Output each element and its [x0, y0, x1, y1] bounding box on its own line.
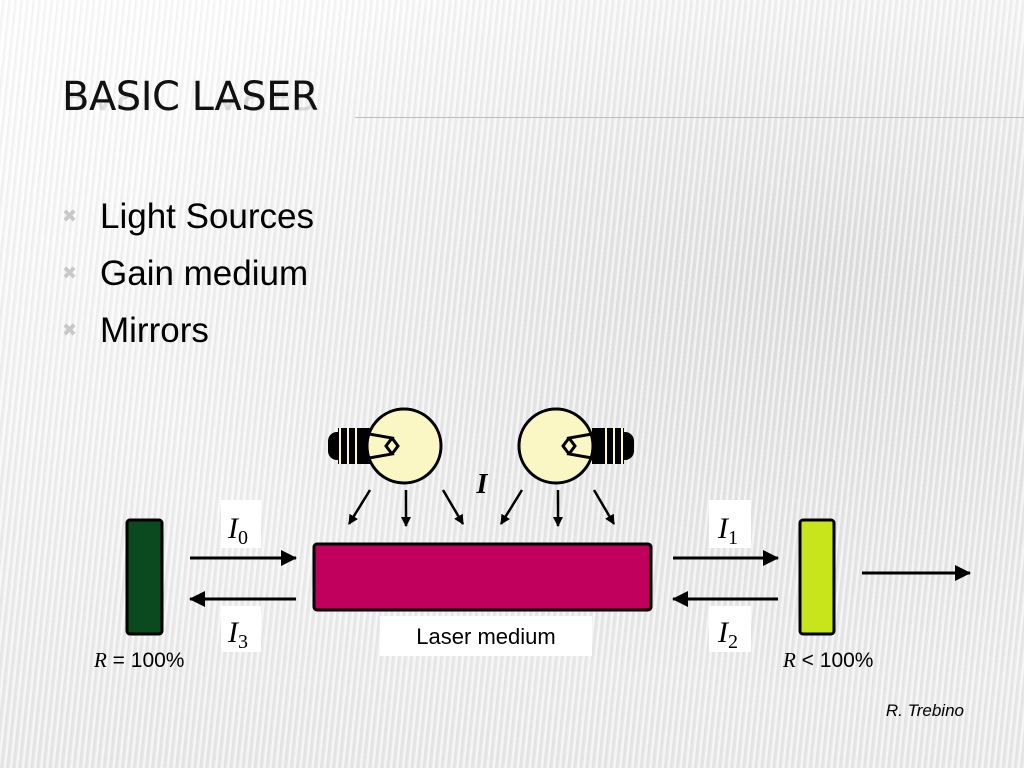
pump-arrow: [592, 489, 616, 525]
bullet-text: Mirrors: [100, 310, 209, 350]
pump-arrow: [499, 489, 524, 525]
right-mirror-reflectivity: R < 100%: [782, 648, 873, 672]
bullet-item: ✖ Gain medium: [62, 245, 314, 302]
laser-medium: [312, 542, 653, 612]
left-mirror: [125, 518, 164, 636]
bullet-text: Light Sources: [100, 196, 315, 236]
label-i1: I1: [717, 512, 738, 549]
light-bulb-icon: [328, 407, 443, 485]
left-mirror-reflectivity: R = 100%: [93, 648, 184, 672]
label-i0: I0: [227, 512, 248, 549]
x-bullet-icon: ✖: [62, 263, 78, 283]
light-bulb-icon: [517, 407, 634, 485]
pump-arrow: [347, 489, 372, 525]
right-mirror: [798, 518, 836, 636]
pump-arrow: [441, 489, 465, 525]
bullet-list: ✖ Light Sources ✖ Gain medium ✖ Mirrors: [62, 188, 314, 359]
bullet-item: ✖ Light Sources: [62, 188, 314, 245]
x-bullet-icon: ✖: [62, 320, 78, 340]
bullet-text: Gain medium: [100, 253, 309, 293]
x-bullet-icon: ✖: [62, 206, 78, 226]
label-i3: I3: [227, 616, 248, 653]
slide-title: BASIC LASER: [62, 74, 319, 120]
laser-medium-label: Laser medium: [416, 624, 555, 649]
label-i2: I2: [717, 616, 738, 653]
title-rule: [355, 117, 1024, 118]
intensity-label: I: [476, 469, 489, 500]
credit: R. Trebino: [886, 701, 964, 720]
bullet-item: ✖ Mirrors: [62, 302, 314, 359]
